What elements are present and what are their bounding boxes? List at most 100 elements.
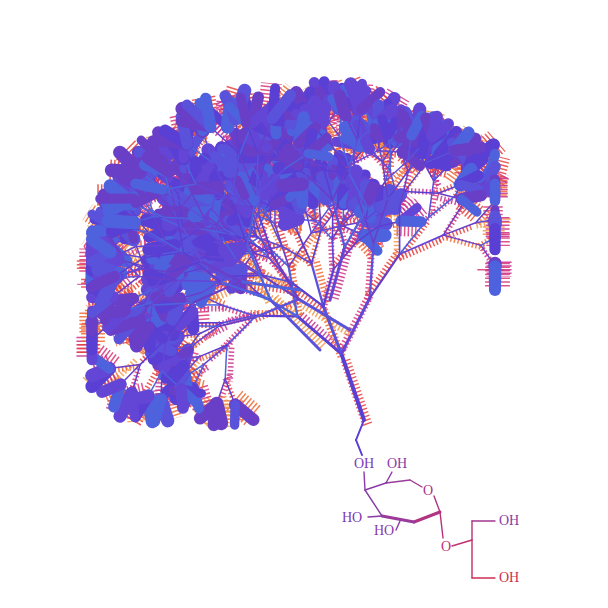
tree-branch xyxy=(166,303,193,339)
phylogenetic-tree xyxy=(87,80,500,455)
tree-branch xyxy=(321,170,350,174)
tree-branch xyxy=(332,216,334,240)
tree-branch xyxy=(368,187,373,200)
tree-branch xyxy=(316,221,332,239)
tree-branch xyxy=(181,389,183,408)
tree-branch xyxy=(183,227,202,261)
tree-branch xyxy=(205,220,247,246)
tree-branch xyxy=(135,184,162,190)
tree-branch xyxy=(108,221,134,223)
tree-branch xyxy=(312,264,324,307)
tree-branch xyxy=(400,172,409,208)
tree-branch xyxy=(92,240,111,253)
tree-branch xyxy=(326,185,327,199)
tree-branch xyxy=(238,180,245,196)
tree-branch xyxy=(330,247,345,300)
tree-branch xyxy=(274,296,323,346)
tree-branch xyxy=(462,199,477,212)
tree-branch xyxy=(489,154,495,176)
tree-branch xyxy=(489,237,500,249)
tree-branch xyxy=(431,163,448,167)
tree-branch xyxy=(299,299,350,330)
tree-branch xyxy=(162,339,166,371)
tree-branch xyxy=(258,180,260,216)
tree-branch xyxy=(225,248,242,251)
tree-branch xyxy=(349,140,357,174)
tree-branch xyxy=(219,318,255,327)
tree-branch xyxy=(187,184,205,220)
tree-branch xyxy=(405,191,438,193)
tree-branch xyxy=(196,184,231,199)
tree-branch xyxy=(170,194,205,220)
tree-branch xyxy=(171,258,187,261)
tree-branch xyxy=(403,152,420,166)
tree-branch xyxy=(490,180,500,201)
tree-branch xyxy=(333,200,345,247)
tree-branch xyxy=(429,196,455,217)
tree-branch xyxy=(354,161,357,197)
tree-branch xyxy=(152,280,176,302)
tree-branch xyxy=(258,230,268,258)
tree-branch xyxy=(100,193,133,203)
tree-branch xyxy=(147,231,183,252)
tree-branch xyxy=(297,231,311,263)
tree-branch xyxy=(254,299,298,318)
tree-branch xyxy=(204,345,227,364)
tree-branch xyxy=(215,248,241,250)
tree-branch xyxy=(200,348,227,359)
tree-branch xyxy=(323,99,328,121)
tree-branch xyxy=(323,306,341,353)
tree-branch xyxy=(341,354,364,420)
tree-branch xyxy=(443,223,475,235)
tree-branch xyxy=(388,122,396,134)
tree-branch xyxy=(103,383,122,391)
tree-branch xyxy=(183,252,220,281)
tree-branch xyxy=(339,136,348,166)
tree-branch xyxy=(401,216,421,228)
tree-branch xyxy=(102,384,121,392)
tree-branch xyxy=(118,299,134,301)
tree-branch xyxy=(241,282,300,291)
tree-branch xyxy=(356,420,364,440)
tree-branch xyxy=(374,199,388,243)
tree-branch xyxy=(225,345,227,379)
tree-branch xyxy=(429,181,434,218)
tree-branch xyxy=(172,366,183,380)
tree-branch xyxy=(432,124,448,136)
tree-branch xyxy=(454,147,481,150)
tree-branch xyxy=(332,145,349,173)
tree-branch xyxy=(367,191,404,207)
tree-branch xyxy=(443,235,481,245)
tree-branch xyxy=(92,277,115,287)
tree-branch xyxy=(386,161,408,181)
tree-branch xyxy=(136,245,167,246)
tree-branch xyxy=(412,116,422,135)
tree-branch xyxy=(283,184,303,185)
tree-branch xyxy=(332,239,333,269)
tree-branch xyxy=(221,236,235,258)
tree-branch xyxy=(489,266,501,290)
tree-branch xyxy=(238,180,245,195)
tree-branch xyxy=(490,184,500,201)
tree-branch xyxy=(399,240,443,259)
tree-branch xyxy=(345,207,368,247)
tree-branch xyxy=(230,405,240,426)
tree-branch xyxy=(221,305,254,316)
tree-branch xyxy=(312,230,322,264)
tree-branch xyxy=(247,245,271,300)
tree-branch xyxy=(405,162,427,191)
tree-branch xyxy=(199,345,226,356)
tree-branch xyxy=(399,208,401,255)
tree-branch xyxy=(144,252,183,257)
tree-branch xyxy=(192,282,240,303)
tree-branch xyxy=(370,243,374,298)
tree-branch xyxy=(148,303,193,305)
tree-branch xyxy=(340,96,345,115)
tree-branch xyxy=(370,254,400,298)
tree-branch xyxy=(164,217,205,219)
tree-branch xyxy=(259,216,272,255)
tree-branch xyxy=(333,166,349,200)
tree-branch xyxy=(400,235,444,254)
tree-branch xyxy=(151,272,169,290)
